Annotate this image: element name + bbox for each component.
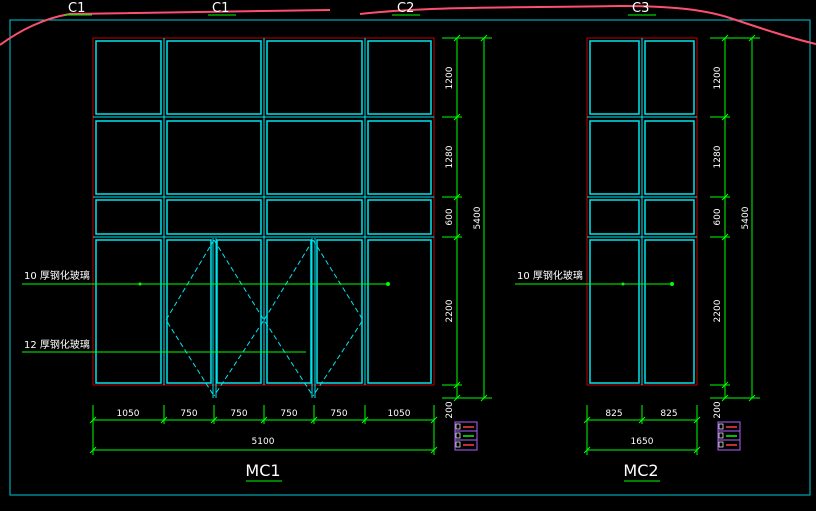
mc1-glass-leaders bbox=[22, 282, 390, 353]
grid-label: C1 bbox=[68, 1, 85, 16]
mc1-total-height-label: 5400 bbox=[473, 206, 483, 229]
material-legend-icon bbox=[717, 421, 741, 451]
mc1-title: MC1 bbox=[245, 461, 280, 480]
mc2-mullions bbox=[587, 38, 697, 385]
mc1-total-width-label: 5100 bbox=[252, 437, 275, 447]
mc2-glass-leader bbox=[515, 282, 674, 286]
mc2-vdim-label: 1280 bbox=[713, 145, 723, 168]
grid-label: C3 bbox=[632, 1, 649, 16]
mc2-total-height-label: 5400 bbox=[741, 206, 751, 229]
mc2-vdim-label: 200 bbox=[713, 401, 723, 418]
mc1-dim-label: 1050 bbox=[117, 409, 140, 419]
mc1-dim-label: 750 bbox=[180, 409, 197, 419]
mc1-glass-label-12: 12 厚钢化玻璃 bbox=[24, 338, 90, 351]
mc1-vdim-label: 2200 bbox=[445, 299, 455, 322]
material-legend-icon bbox=[454, 421, 478, 451]
mc1-dim-label: 750 bbox=[230, 409, 247, 419]
drawing-border bbox=[9, 19, 811, 496]
mc1-vertical-dimension-lines bbox=[442, 34, 492, 402]
revision-cloud-line bbox=[0, 4, 816, 46]
mc2-vdim-label: 1200 bbox=[713, 66, 723, 89]
mc2-total-width-label: 1650 bbox=[631, 437, 654, 447]
mc2-vertical-dimension-lines bbox=[710, 34, 760, 402]
mc1-elevation: 10 厚钢化玻璃 12 厚钢化玻璃 1050 750 bbox=[22, 34, 492, 482]
mc2-dim-label: 825 bbox=[605, 409, 622, 419]
mc2-vdim-label: 2200 bbox=[713, 299, 723, 322]
mc1-vdim-label: 600 bbox=[445, 208, 455, 225]
mc2-glass-label-10: 10 厚钢化玻璃 bbox=[517, 269, 583, 282]
mc1-door-leaves bbox=[212, 238, 316, 398]
mc1-vdim-label: 1280 bbox=[445, 145, 455, 168]
mc1-horizontal-dimension-lines bbox=[89, 405, 438, 455]
mc2-dim-label: 825 bbox=[660, 409, 677, 419]
mc2-title: MC2 bbox=[623, 461, 658, 480]
mc1-dim-label: 1050 bbox=[388, 409, 411, 419]
mc1-mullions bbox=[93, 38, 434, 385]
grid-label: C2 bbox=[397, 1, 414, 16]
mc1-dim-label: 750 bbox=[280, 409, 297, 419]
mc1-door-swing-lines bbox=[165, 239, 364, 397]
mc1-glass-label-10: 10 厚钢化玻璃 bbox=[24, 269, 90, 282]
mc2-vdim-label: 600 bbox=[713, 208, 723, 225]
mc1-vdim-label: 200 bbox=[445, 401, 455, 418]
mc1-vdim-label: 1200 bbox=[445, 66, 455, 89]
grid-label: C1 bbox=[212, 1, 229, 16]
mc1-glass-panes bbox=[95, 40, 432, 384]
mc2-elevation: 10 厚钢化玻璃 825 825 1650 bbox=[515, 34, 760, 482]
grid-labels: C1 C1 C2 C3 bbox=[68, 1, 649, 16]
mc1-dim-label: 750 bbox=[330, 409, 347, 419]
mc2-horizontal-dimension-lines bbox=[583, 405, 701, 455]
mc2-glass-panes bbox=[589, 40, 695, 384]
